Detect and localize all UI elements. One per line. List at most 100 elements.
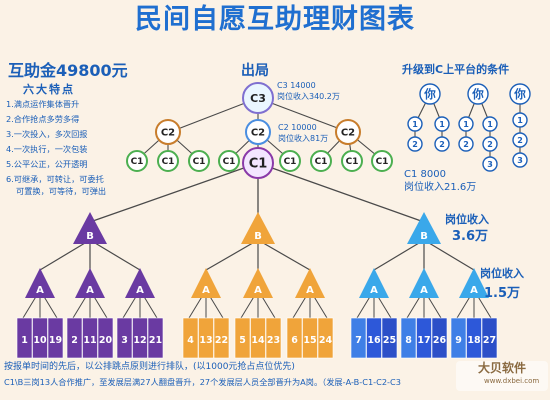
a-node <box>459 268 489 298</box>
upgrade-step-node-label: 3 <box>517 156 523 165</box>
connector-line <box>89 239 141 271</box>
leaf-bar <box>132 317 148 359</box>
watermark-text: 大贝软件 <box>478 361 527 375</box>
a-node-label: A <box>136 285 144 296</box>
connector-line <box>257 97 349 133</box>
a-node-label: A <box>306 285 314 296</box>
upgrade-step-node-label: 1 <box>412 120 418 129</box>
upgrade-step-node <box>482 116 498 132</box>
you-node-label: 你 <box>471 87 484 101</box>
exit-label: 出局 <box>241 63 269 79</box>
c2-node <box>155 119 181 145</box>
upgrade-step-node-label: 1 <box>517 116 523 125</box>
leaf-bar <box>481 317 498 359</box>
leaf-bar <box>450 317 467 359</box>
a-node-label: A <box>254 285 262 296</box>
you-node <box>419 83 441 105</box>
a-node <box>359 268 389 298</box>
connector-line <box>423 239 475 271</box>
leaf-number: 24 <box>319 335 333 346</box>
leaf-number: 8 <box>405 335 412 346</box>
c1-node-label: C1 <box>131 157 144 167</box>
upgrade-title: 升级到C上平台的条件 <box>402 63 510 76</box>
upgrade-step-node <box>434 116 450 132</box>
a-node <box>243 268 273 298</box>
leaf-number: 19 <box>49 335 62 346</box>
leaf-bar <box>16 317 33 359</box>
leaf-bar <box>116 317 133 359</box>
leaf-bar <box>317 317 334 359</box>
c1-info-line2: 岗位收入21.6万 <box>404 182 477 193</box>
you-node-label: 你 <box>513 87 526 101</box>
c2-node-label: C2 <box>161 128 175 139</box>
feature-item: 可置换，可等待，可弹出 <box>16 186 107 196</box>
upgrade-step-node-label: 1 <box>439 120 445 129</box>
b-node <box>241 212 275 244</box>
leaf-bar <box>381 317 398 359</box>
leaf-number: 9 <box>455 335 462 346</box>
upgrade-step-node <box>512 132 528 148</box>
connector-line <box>257 239 311 271</box>
upgrade-step-node <box>458 136 474 152</box>
leaf-bar <box>66 317 83 359</box>
c1-node <box>157 150 179 172</box>
a-node-label: A <box>202 285 210 296</box>
upgrade-step-node-label: 2 <box>487 140 493 149</box>
leaf-number: 26 <box>433 335 447 346</box>
leaf-bar <box>147 317 164 359</box>
leaf-number: 25 <box>383 335 396 346</box>
c2-info-line2: 岗位收入81万 <box>278 134 329 143</box>
upgrade-step-node-label: 2 <box>439 140 445 149</box>
c1-node-label: C1 <box>223 157 236 167</box>
c1-node-label: C1 <box>346 157 359 167</box>
leaf-bar <box>213 317 230 359</box>
a-node <box>295 268 325 298</box>
upgrade-step-node-label: 2 <box>412 140 418 149</box>
leaf-bar <box>32 317 48 359</box>
leaf-number: 11 <box>83 335 96 346</box>
leaf-number: 2 <box>71 335 78 346</box>
leaf-number: 5 <box>239 335 246 346</box>
c1-node-label: C1 <box>193 157 206 167</box>
leaf-bar <box>82 317 98 359</box>
footer-line1: 按报单时间的先后，以公排跳点原则进行排队，(以1000元抢占点位优先) <box>4 362 295 372</box>
leaf-number: 6 <box>291 335 298 346</box>
c1-node-label: C1 <box>162 157 175 167</box>
a-node-label: A <box>420 285 428 296</box>
leaf-number: 22 <box>215 335 228 346</box>
c1-center-node-label: C1 <box>249 157 268 172</box>
watermark: 大贝软件 www.dxbei.com <box>456 361 548 391</box>
leaf-number: 17 <box>417 335 430 346</box>
leaf-number: 4 <box>187 335 194 346</box>
c3-node-label: C3 <box>250 92 266 105</box>
a-node-label: A <box>470 285 478 296</box>
upgrade-step-node <box>512 112 528 128</box>
c1-node <box>279 150 301 172</box>
c1-info-line1: C1 8000 <box>404 169 446 180</box>
connector-line <box>205 239 259 271</box>
c1-center-node <box>242 147 274 179</box>
connector-line <box>39 239 91 271</box>
upgrade-step-node-label: 2 <box>463 140 469 149</box>
c1-node <box>188 150 210 172</box>
a-node-label: A <box>370 285 378 296</box>
b-node-label: B <box>86 231 94 242</box>
connector-line <box>89 162 259 223</box>
feature-item: 2.合作抢点多劳多得 <box>6 114 80 124</box>
you-node <box>509 83 531 105</box>
leaf-bar <box>350 317 367 359</box>
c1-node-label: C1 <box>315 157 328 167</box>
connector-line <box>373 239 425 271</box>
connector-line <box>257 162 425 223</box>
b-node <box>407 212 441 244</box>
leaf-number: 14 <box>251 335 265 346</box>
feature-item: 5.公平公正，公开透明 <box>6 159 88 169</box>
c1-node <box>371 150 393 172</box>
upgrade-step-node <box>407 136 423 152</box>
leaf-bar <box>302 317 318 359</box>
upgrade-step-node <box>434 136 450 152</box>
leaf-number: 20 <box>99 335 113 346</box>
you-node <box>467 83 489 105</box>
c2-info-line1: C2 10000 <box>278 123 317 132</box>
